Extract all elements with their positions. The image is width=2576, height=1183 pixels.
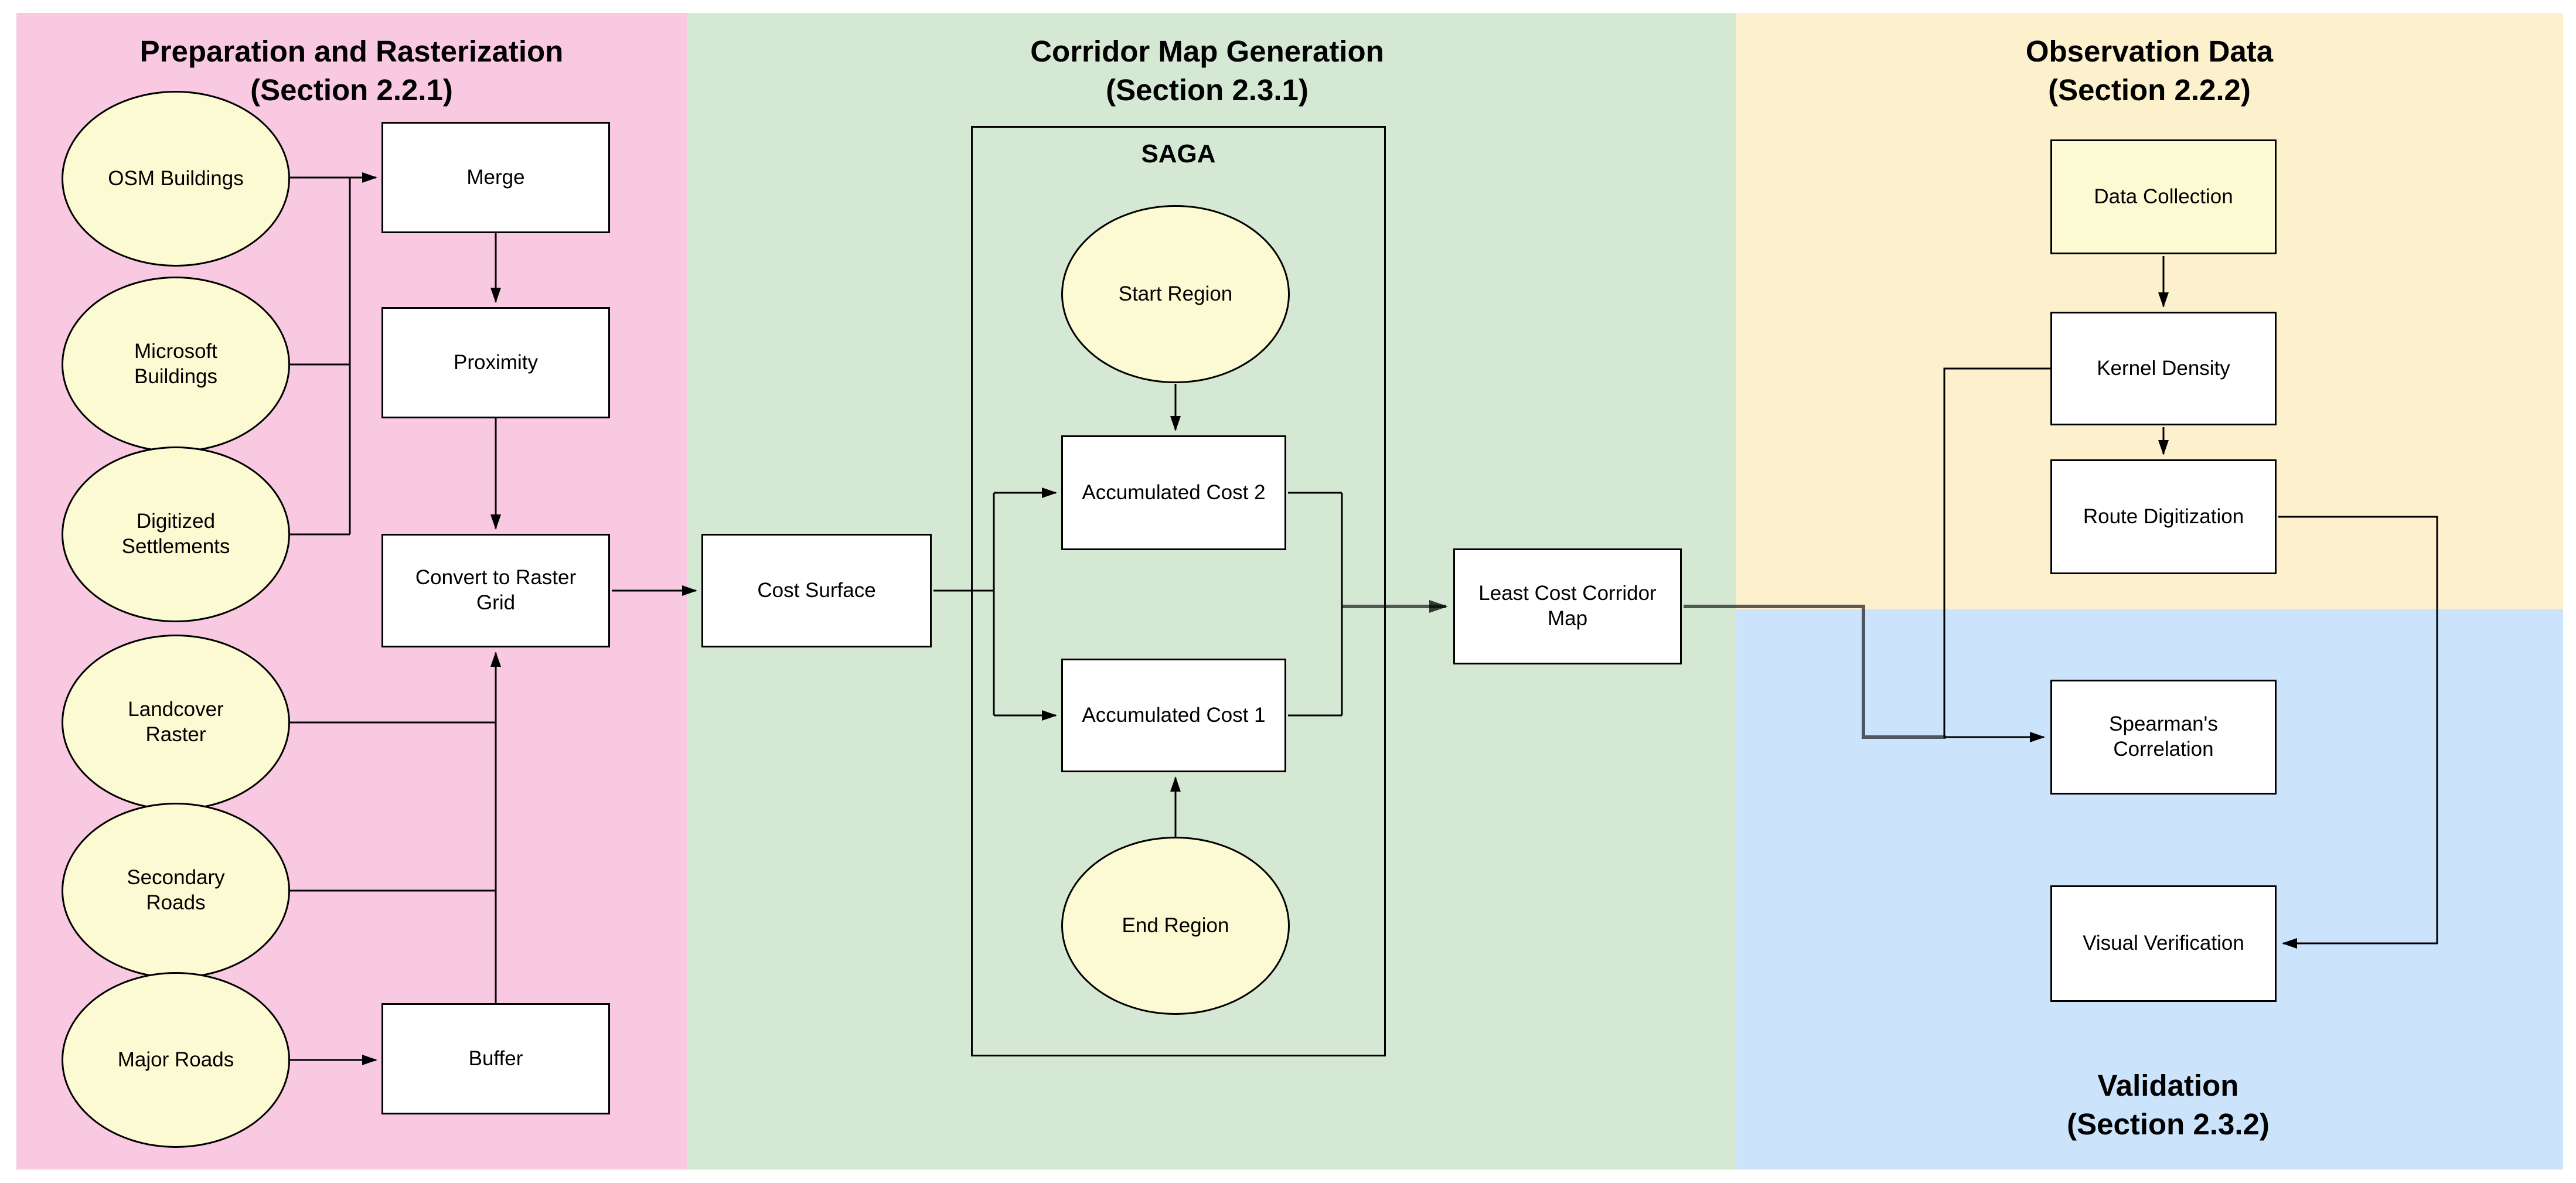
accumulated-cost-1-label: Accumulated Cost 1 bbox=[1082, 703, 1266, 727]
title-corridor: Corridor Map Generation (Section 2.3.1) bbox=[914, 32, 1500, 110]
merge-node: Merge bbox=[381, 122, 610, 233]
saga-container-label: SAGA bbox=[1141, 139, 1216, 168]
digitized-settlements-label: Digitized Settlements bbox=[121, 510, 230, 558]
title-corridor-line2: (Section 2.3.1) bbox=[1106, 73, 1309, 107]
end-region-node: End Region bbox=[1061, 837, 1290, 1015]
title-preparation-line1: Preparation and Rasterization bbox=[139, 35, 564, 68]
merge-label: Merge bbox=[466, 165, 525, 189]
route-digitization-label: Route Digitization bbox=[2083, 504, 2244, 528]
accumulated-cost-2-node: Accumulated Cost 2 bbox=[1061, 435, 1286, 550]
title-validation-line1: Validation bbox=[2097, 1069, 2239, 1102]
cost-surface-node: Cost Surface bbox=[701, 534, 932, 647]
osm-buildings-label: OSM Buildings bbox=[108, 166, 244, 190]
accumulated-cost-1-node: Accumulated Cost 1 bbox=[1061, 659, 1286, 772]
convert-to-raster-grid-node: Convert to Raster Grid bbox=[381, 534, 610, 647]
data-collection-label: Data Collection bbox=[2094, 185, 2233, 208]
major-roads-node: Major Roads bbox=[62, 972, 290, 1148]
data-collection-node: Data Collection bbox=[2050, 139, 2277, 254]
spearmans-correlation-node: Spearman's Correlation bbox=[2050, 680, 2277, 795]
cost-surface-label: Cost Surface bbox=[757, 578, 876, 602]
least-cost-corridor-map-label: Least Cost Corridor Map bbox=[1478, 582, 1657, 630]
osm-buildings-node: OSM Buildings bbox=[62, 91, 290, 267]
title-observation-line2: (Section 2.2.2) bbox=[2048, 73, 2251, 107]
kernel-density-label: Kernel Density bbox=[2097, 356, 2230, 380]
title-validation-line2: (Section 2.3.2) bbox=[2067, 1107, 2270, 1141]
buffer-label: Buffer bbox=[468, 1046, 523, 1070]
least-cost-corridor-map-node: Least Cost Corridor Map bbox=[1453, 548, 1682, 664]
landcover-raster-label: Landcover Raster bbox=[128, 698, 224, 746]
major-roads-label: Major Roads bbox=[117, 1048, 234, 1071]
title-observation-line1: Observation Data bbox=[2025, 35, 2274, 68]
secondary-roads-node: Secondary Roads bbox=[62, 803, 290, 979]
secondary-roads-label: Secondary Roads bbox=[127, 866, 225, 914]
title-validation: Validation (Section 2.3.2) bbox=[1875, 1066, 2461, 1144]
start-region-label: Start Region bbox=[1118, 282, 1233, 305]
title-preparation-line2: (Section 2.2.1) bbox=[250, 73, 453, 107]
route-digitization-node: Route Digitization bbox=[2050, 459, 2277, 574]
spearmans-correlation-label: Spearman's Correlation bbox=[2109, 712, 2218, 761]
title-preparation: Preparation and Rasterization (Section 2… bbox=[59, 32, 645, 110]
title-observation: Observation Data (Section 2.2.2) bbox=[1856, 32, 2442, 110]
proximity-label: Proximity bbox=[454, 350, 538, 374]
microsoft-buildings-node: Microsoft Buildings bbox=[62, 277, 290, 452]
start-region-node: Start Region bbox=[1061, 205, 1290, 383]
landcover-raster-node: Landcover Raster bbox=[62, 635, 290, 810]
buffer-node: Buffer bbox=[381, 1003, 610, 1114]
title-corridor-line1: Corridor Map Generation bbox=[1030, 35, 1384, 68]
convert-to-raster-grid-label: Convert to Raster Grid bbox=[415, 566, 577, 614]
microsoft-buildings-label: Microsoft Buildings bbox=[134, 340, 218, 388]
kernel-density-node: Kernel Density bbox=[2050, 312, 2277, 425]
digitized-settlements-node: Digitized Settlements bbox=[62, 446, 290, 622]
proximity-node: Proximity bbox=[381, 307, 610, 418]
accumulated-cost-2-label: Accumulated Cost 2 bbox=[1082, 480, 1266, 504]
visual-verification-node: Visual Verification bbox=[2050, 885, 2277, 1002]
visual-verification-label: Visual Verification bbox=[2083, 932, 2244, 955]
end-region-label: End Region bbox=[1122, 913, 1229, 937]
